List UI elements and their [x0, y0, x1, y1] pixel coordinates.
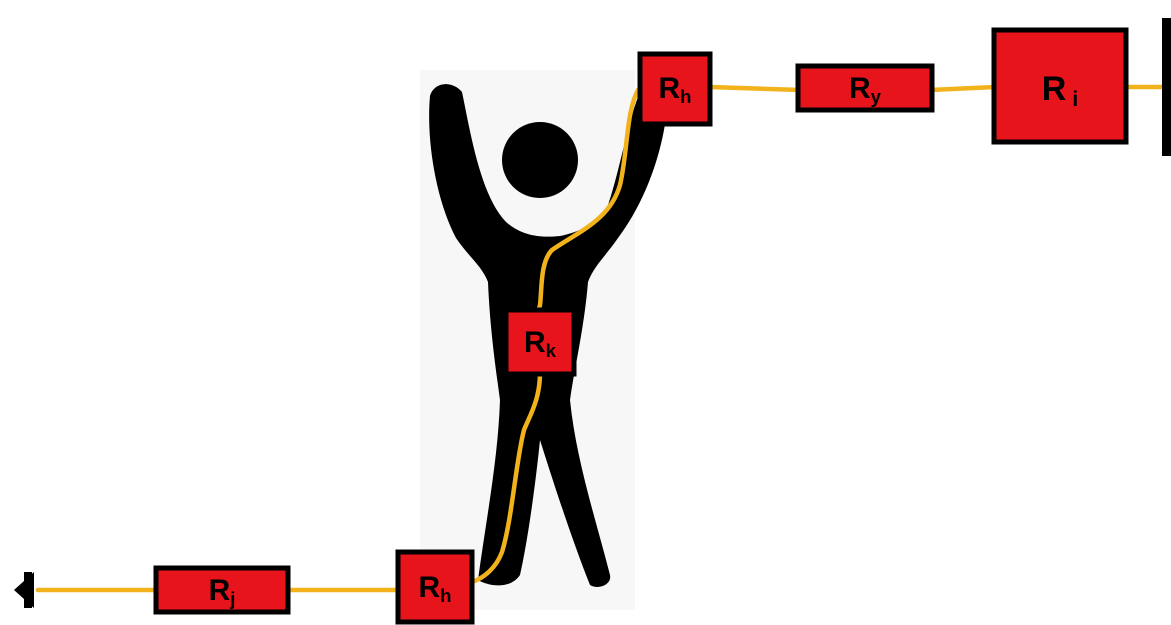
wire-ry-to-ri: [927, 84, 998, 93]
svg-text:Ri: Ri: [1042, 70, 1078, 111]
resistor-rh-foot: Rh: [395, 549, 475, 625]
svg-text:Rj: Rj: [209, 574, 236, 609]
svg-text:Ry: Ry: [849, 72, 882, 107]
ground-symbol-icon: [14, 572, 34, 608]
svg-text:Rk: Rk: [524, 326, 557, 361]
resistor-rk: Rk: [503, 307, 577, 377]
svg-text:Rh: Rh: [658, 72, 691, 107]
terminal-bar-icon: [1162, 18, 1171, 156]
svg-text:Rh: Rh: [418, 571, 451, 606]
resistor-rh-top: Rh: [637, 51, 713, 127]
wire-terminal-to-rh-top: [707, 84, 803, 93]
resistor-rj: Rj: [153, 565, 291, 615]
wires: [35, 84, 1166, 593]
resistor-ry: Ry: [795, 63, 935, 113]
wire-through-body: [535, 87, 641, 315]
wire-rk-to-foot: [469, 369, 543, 585]
